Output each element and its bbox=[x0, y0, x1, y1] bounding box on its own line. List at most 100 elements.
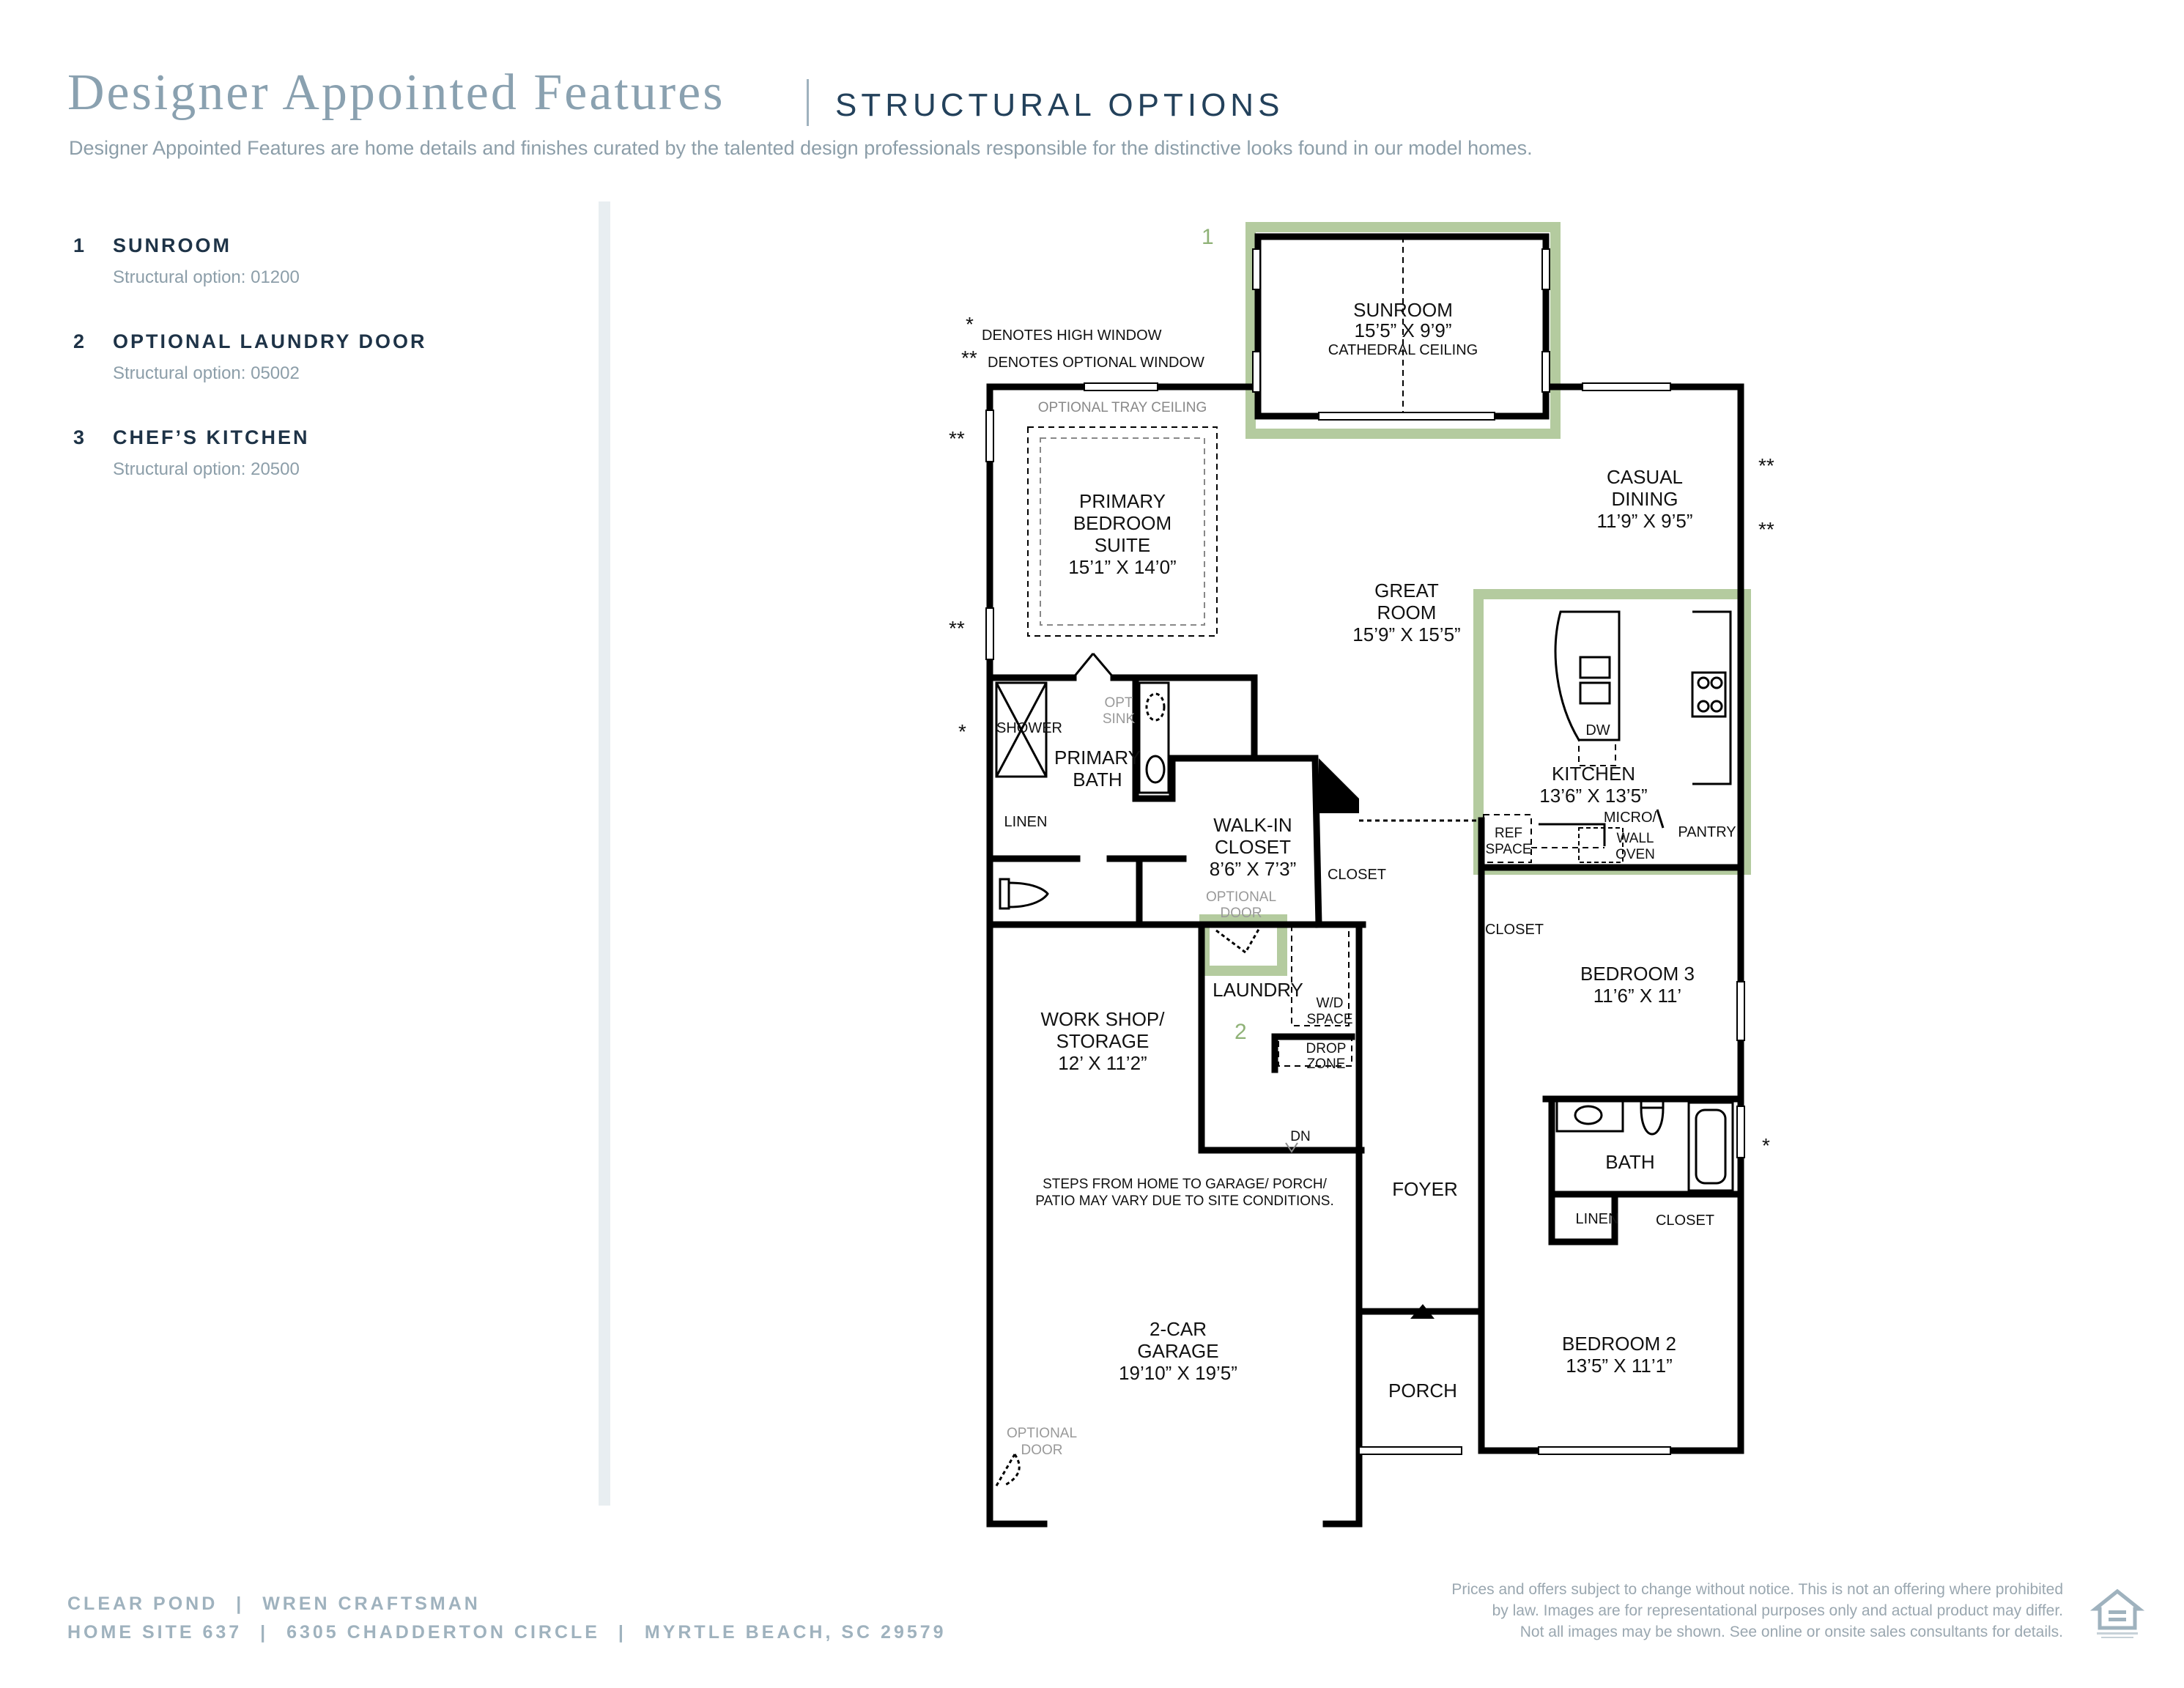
bath-label: BATH bbox=[1605, 1151, 1654, 1173]
garage-size: 19’10” X 19’5” bbox=[1119, 1362, 1237, 1384]
footer-separator: | bbox=[236, 1593, 245, 1614]
page-title: Designer Appointed Features bbox=[67, 64, 725, 121]
sunroom-note: CATHEDRAL CEILING bbox=[1328, 342, 1478, 358]
marker-2: 2 bbox=[1234, 1020, 1247, 1044]
garage-l1: 2-CAR bbox=[1150, 1318, 1207, 1340]
optional-door-l2: DOOR bbox=[1221, 906, 1262, 921]
legend-optional-window: DENOTES OPTIONAL WINDOW bbox=[988, 355, 1204, 371]
optional-window-mark: ** bbox=[1758, 518, 1774, 541]
primary-bath-l1: PRIMARY bbox=[1054, 747, 1141, 769]
bedroom-2-size: 13’5” X 11’1” bbox=[1566, 1355, 1673, 1377]
equal-housing-opportunity-icon bbox=[2089, 1588, 2145, 1638]
sunroom-name: SUNROOM bbox=[1353, 299, 1453, 321]
primary-suite-l2: BEDROOM bbox=[1073, 512, 1171, 534]
primary-suite-size: 15’1” X 14’0” bbox=[1068, 556, 1176, 578]
option-number: 1 bbox=[73, 234, 85, 256]
laundry-label: LAUNDRY bbox=[1213, 979, 1303, 1001]
workshop-l1: WORK SHOP/ bbox=[1040, 1008, 1165, 1030]
page-description: Designer Appointed Features are home det… bbox=[69, 137, 1533, 159]
bedroom-3-size: 11’6” X 11’ bbox=[1593, 985, 1681, 1007]
street-address: 6305 CHADDERTON CIRCLE bbox=[286, 1622, 600, 1643]
walk-in-l2: CLOSET bbox=[1215, 836, 1291, 858]
footer-address: HOME SITE 637 | 6305 CHADDERTON CIRCLE |… bbox=[67, 1622, 947, 1643]
optional-door-l1: OPTIONAL bbox=[1206, 889, 1276, 905]
casual-dining-l2: DINING bbox=[1612, 488, 1678, 510]
workshop-size: 12’ X 11’2” bbox=[1058, 1052, 1147, 1074]
tray-ceiling-label: OPTIONAL TRAY CEILING bbox=[1038, 400, 1207, 415]
legend-high-window-mark: * bbox=[966, 313, 974, 336]
closet-label-2: CLOSET bbox=[1485, 922, 1544, 938]
opt-sink-l1: OPT bbox=[1104, 695, 1133, 711]
home-site: HOME SITE 637 bbox=[67, 1622, 243, 1643]
great-room-l2: ROOM bbox=[1377, 601, 1437, 623]
option-number: 3 bbox=[73, 426, 85, 448]
optional-window-mark: ** bbox=[1758, 454, 1774, 477]
kitchen-ref-2: SPACE bbox=[1485, 842, 1531, 857]
option-code: Structural option: 20500 bbox=[113, 459, 300, 479]
garage-l2: GARAGE bbox=[1137, 1340, 1218, 1362]
divider-bar bbox=[599, 201, 610, 1506]
primary-suite-l1: PRIMARY bbox=[1079, 490, 1166, 512]
floor-plan: 1 2 3 * DENOTES HIGH WINDOW ** DENOTES O… bbox=[949, 222, 1774, 1528]
plan-name: WREN CRAFTSMAN bbox=[262, 1593, 481, 1614]
disclaimer-line: Prices and offers subject to change with… bbox=[1451, 1581, 2063, 1598]
kitchen-dw: DW bbox=[1585, 722, 1610, 738]
drop-zone-l2: ZONE bbox=[1307, 1056, 1346, 1072]
bedroom-2-name: BEDROOM 2 bbox=[1562, 1333, 1676, 1355]
windows bbox=[985, 248, 1745, 1455]
walk-in-l1: WALK-IN bbox=[1213, 814, 1292, 836]
sunroom-size: 15’5” X 9’9” bbox=[1355, 319, 1452, 341]
linen-label-2: LINEN bbox=[1576, 1211, 1619, 1227]
kitchen-wall-oven-1: WALL bbox=[1616, 831, 1654, 846]
dn-label: DN bbox=[1290, 1129, 1310, 1144]
option-number: 2 bbox=[73, 330, 85, 352]
workshop-l2: STORAGE bbox=[1056, 1030, 1150, 1052]
porch-label: PORCH bbox=[1388, 1380, 1457, 1402]
drop-zone-l1: DROP bbox=[1306, 1041, 1347, 1056]
kitchen-name: KITCHEN bbox=[1552, 763, 1635, 785]
wd-space-l1: W/D bbox=[1317, 996, 1344, 1011]
steps-note-l2: PATIO MAY VARY DUE TO SITE CONDITIONS. bbox=[1035, 1193, 1334, 1209]
footer-separator: | bbox=[618, 1622, 626, 1643]
primary-suite-l3: SUITE bbox=[1095, 534, 1151, 556]
optional-window-mark: ** bbox=[949, 617, 965, 640]
great-room-size: 15’9” X 15’5” bbox=[1352, 623, 1460, 645]
sunroom-highlight bbox=[1245, 222, 1561, 439]
walk-in-size: 8’6” X 7’3” bbox=[1210, 858, 1297, 880]
great-room-l1: GREAT bbox=[1374, 580, 1439, 601]
openings bbox=[1253, 689, 1483, 1165]
dn-arrow bbox=[1285, 1142, 1298, 1153]
casual-dining-l1: CASUAL bbox=[1607, 466, 1683, 488]
kitchen-micro: MICRO/ bbox=[1604, 810, 1657, 826]
entry-arrow bbox=[1410, 1304, 1435, 1319]
footer-separator: | bbox=[260, 1622, 269, 1643]
shower-label: SHOWER bbox=[996, 720, 1062, 736]
dashed-features bbox=[1027, 237, 1616, 1067]
community-name: CLEAR POND bbox=[67, 1593, 218, 1614]
option-name: SUNROOM bbox=[113, 234, 232, 256]
legend-optional-window-mark: ** bbox=[961, 347, 977, 369]
optional-window-mark: ** bbox=[949, 427, 965, 450]
kitchen-wall-oven-2: OVEN bbox=[1615, 847, 1655, 862]
closet-label-3: CLOSET bbox=[1656, 1213, 1714, 1229]
title-separator bbox=[807, 79, 809, 126]
page-subtitle: STRUCTURAL OPTIONS bbox=[835, 87, 1284, 123]
disclaimer-line: Not all images may be shown. See online … bbox=[1519, 1624, 2063, 1640]
kitchen-ref-1: REF bbox=[1495, 826, 1522, 841]
garage-optional-door-l2: DOOR bbox=[1021, 1443, 1063, 1458]
city-state-zip: MYRTLE BEACH, SC 29579 bbox=[644, 1622, 947, 1643]
linen-label: LINEN bbox=[1004, 814, 1048, 830]
high-window-mark: * bbox=[1762, 1134, 1770, 1157]
disclaimer-line: by law. Images are for representational … bbox=[1492, 1602, 2063, 1619]
kitchen-size: 13’6” X 13’5” bbox=[1539, 785, 1647, 807]
foyer-label: FOYER bbox=[1392, 1178, 1458, 1200]
primary-bath-l2: BATH bbox=[1073, 769, 1122, 791]
legend-high-window: DENOTES HIGH WINDOW bbox=[982, 327, 1162, 344]
marker-1: 1 bbox=[1202, 225, 1214, 249]
option-code: Structural option: 01200 bbox=[113, 267, 300, 287]
option-name: CHEF’S KITCHEN bbox=[113, 426, 310, 448]
legal-disclaimer: Prices and offers subject to change with… bbox=[1257, 1579, 2063, 1643]
footer-community: CLEAR POND | WREN CRAFTSMAN bbox=[67, 1593, 481, 1615]
high-window-mark: * bbox=[958, 720, 966, 743]
casual-dining-size: 11’9” X 9’5” bbox=[1596, 510, 1692, 532]
